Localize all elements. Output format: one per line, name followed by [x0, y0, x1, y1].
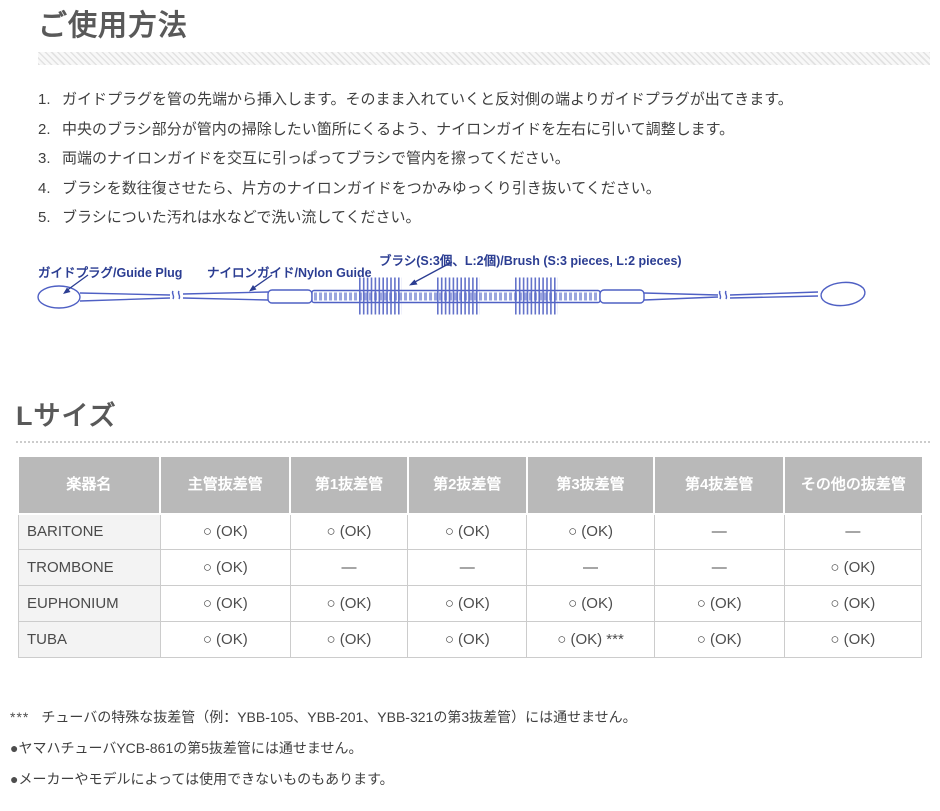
bullet-marker: ●	[10, 740, 19, 756]
footnote-text: チューバの特殊な抜差管（例：YBB-105、YBB-201、YBB-321の第3…	[41, 709, 637, 725]
compat-cell: ○ (OK)	[783, 585, 923, 622]
compat-cell: —	[407, 549, 528, 586]
table-row: TUBA○ (OK)○ (OK)○ (OK)○ (OK) ***○ (OK)○ …	[18, 621, 923, 658]
break-mark-right	[718, 290, 728, 299]
footnote: *** チューバの特殊な抜差管（例：YBB-105、YBB-201、YBB-321…	[10, 702, 940, 733]
column-header: 第4抜差管	[653, 456, 786, 515]
section-divider	[16, 440, 930, 443]
column-header: 第1抜差管	[289, 456, 409, 515]
compat-cell: ○ (OK)	[289, 513, 409, 550]
connector-right	[599, 288, 645, 304]
brush-label: ブラシ(S:3個、L:2個)/Brush (S:3 pieces, L:2 pi…	[379, 253, 682, 268]
brush-arrow	[412, 260, 453, 284]
compat-cell: ○ (OK)	[526, 513, 655, 550]
step-number: 3.	[38, 150, 51, 167]
page: ご使用方法 1. ガイドプラグを管の先端から挿入します。そのまま入れていくと反対側…	[0, 8, 940, 811]
nylon-guide-left-2	[182, 290, 269, 301]
footnote: ●ヤマハチューバYCB-861の第5抜差管には通せません。	[10, 733, 940, 764]
table-row: EUPHONIUM○ (OK)○ (OK)○ (OK)○ (OK)○ (OK)○…	[18, 585, 923, 622]
size-l-compatibility-table: 楽器名主管抜差管第1抜差管第2抜差管第3抜差管第4抜差管その他の抜差管 BARI…	[18, 456, 923, 658]
footnote: ●メーカーやモデルによっては使用できないものもあります。	[10, 764, 940, 795]
nylon-guide-right-1	[643, 291, 719, 301]
break-mark-left	[171, 290, 181, 299]
nylon-guide-right-2	[729, 290, 819, 299]
compat-cell: ○ (OK)	[289, 621, 409, 658]
size-l-title: Lサイズ	[16, 400, 117, 431]
usage-step: 4. ブラシを数往復させたら、片方のナイロンガイドをつかみゆっくり引き抜いてくださ…	[38, 174, 940, 204]
column-header: その他の抜差管	[783, 456, 922, 515]
instrument-name: EUPHONIUM	[18, 585, 161, 622]
nylon-guide-arrowhead	[249, 284, 257, 291]
usage-step: 2. 中央のブラシ部分が管内の掃除したい箇所にくるよう、ナイロンガイドを左右に引い…	[38, 115, 940, 145]
instrument-name: TROMBONE	[18, 549, 161, 586]
usage-step: 1. ガイドプラグを管の先端から挿入します。そのまま入れていくと反対側の端よりガイ…	[38, 85, 940, 115]
step-text: ガイドプラグを管の先端から挿入します。そのまま入れていくと反対側の端よりガイドプ…	[62, 91, 793, 108]
compat-cell: —	[783, 513, 923, 550]
nylon-guide-left-1	[79, 291, 171, 302]
nylon-guide-label: ナイロンガイド/Nylon Guide	[207, 265, 372, 280]
compat-cell: ○ (OK)	[526, 585, 655, 622]
guide-plug-shape	[37, 284, 81, 309]
brush-arrowhead	[409, 279, 418, 285]
table-row: BARITONE○ (OK)○ (OK)○ (OK)○ (OK)——	[18, 513, 923, 550]
compat-cell: ○ (OK)	[653, 585, 785, 622]
column-header: 楽器名	[18, 456, 162, 515]
column-header: 第2抜差管	[406, 456, 528, 515]
table-body: BARITONE○ (OK)○ (OK)○ (OK)○ (OK)——TROMBO…	[18, 513, 923, 658]
table-row: TROMBONE○ (OK)————○ (OK)	[18, 549, 923, 586]
compat-cell: ○ (OK)	[653, 621, 785, 658]
usage-section-title: ご使用方法	[38, 10, 189, 42]
guide-plug-arrow	[65, 273, 89, 292]
compat-cell: ○ (OK)	[783, 549, 923, 586]
compat-cell: —	[526, 549, 655, 586]
step-number: 4.	[38, 179, 51, 197]
footnotes: *** チューバの特殊な抜差管（例：YBB-105、YBB-201、YBB-321…	[10, 702, 940, 795]
cleaning-rod-illustration	[37, 260, 866, 314]
instrument-name: BARITONE	[18, 513, 161, 550]
step-text: 両端のナイロンガイドを交互に引っぱってブラシで管内を擦ってください。	[62, 150, 570, 167]
compat-cell: ○ (OK)	[159, 549, 291, 586]
guide-plug-label: ガイドプラグ/Guide Plug	[38, 265, 183, 280]
column-header: 主管抜差管	[159, 456, 292, 515]
title-underline-band	[38, 52, 930, 65]
column-header: 第3抜差管	[525, 456, 656, 515]
footnote-text: ヤマハチューバYCB-861の第5抜差管には通せません。	[18, 740, 363, 756]
guide-plug-shape-right	[820, 281, 866, 306]
step-text: 中央のブラシ部分が管内の掃除したい箇所にくるよう、ナイロンガイドを左右に引いて調…	[62, 120, 735, 138]
compat-cell: ○ (OK)	[407, 585, 528, 622]
compat-cell: ○ (OK) ***	[526, 621, 655, 658]
usage-steps-list: 1. ガイドプラグを管の先端から挿入します。そのまま入れていくと反対側の端よりガイ…	[38, 85, 940, 233]
compat-cell: —	[289, 549, 409, 586]
compat-cell: ○ (OK)	[783, 621, 923, 658]
compat-cell: —	[653, 549, 785, 586]
step-number: 5.	[38, 209, 51, 226]
step-text: ブラシを数往復させたら、片方のナイロンガイドをつかみゆっくり引き抜いてください。	[62, 179, 661, 197]
compat-cell: ○ (OK)	[159, 621, 291, 658]
bullet-marker: ●	[10, 771, 19, 787]
table-header-row: 楽器名主管抜差管第1抜差管第2抜差管第3抜差管第4抜差管その他の抜差管	[18, 456, 922, 515]
step-number: 2.	[38, 120, 51, 138]
compat-cell: —	[653, 513, 785, 550]
usage-step: 5. ブラシについた汚れは水などで洗い流してください。	[38, 203, 940, 233]
nylon-guide-arrow	[251, 273, 273, 290]
footnote-text: メーカーやモデルによっては使用できないものもあります。	[18, 771, 394, 787]
guide-plug-arrowhead	[63, 287, 71, 294]
compat-cell: ○ (OK)	[159, 513, 291, 550]
usage-step: 3. 両端のナイロンガイドを交互に引っぱってブラシで管内を擦ってください。	[38, 144, 940, 174]
compat-cell: ○ (OK)	[159, 585, 291, 622]
connector-left	[267, 288, 313, 304]
step-text: ブラシについた汚れは水などで洗い流してください。	[62, 209, 421, 226]
compat-cell: ○ (OK)	[407, 513, 528, 550]
compat-cell: ○ (OK)	[289, 585, 409, 622]
brush-diagram: ガイドプラグ/Guide Plug ナイロンガイド/Nylon Guide ブラ…	[0, 244, 940, 344]
compat-cell: ○ (OK)	[407, 621, 528, 658]
step-number: 1.	[38, 91, 51, 108]
instrument-name: TUBA	[18, 621, 161, 658]
asterisk-marker: ***	[10, 709, 30, 725]
